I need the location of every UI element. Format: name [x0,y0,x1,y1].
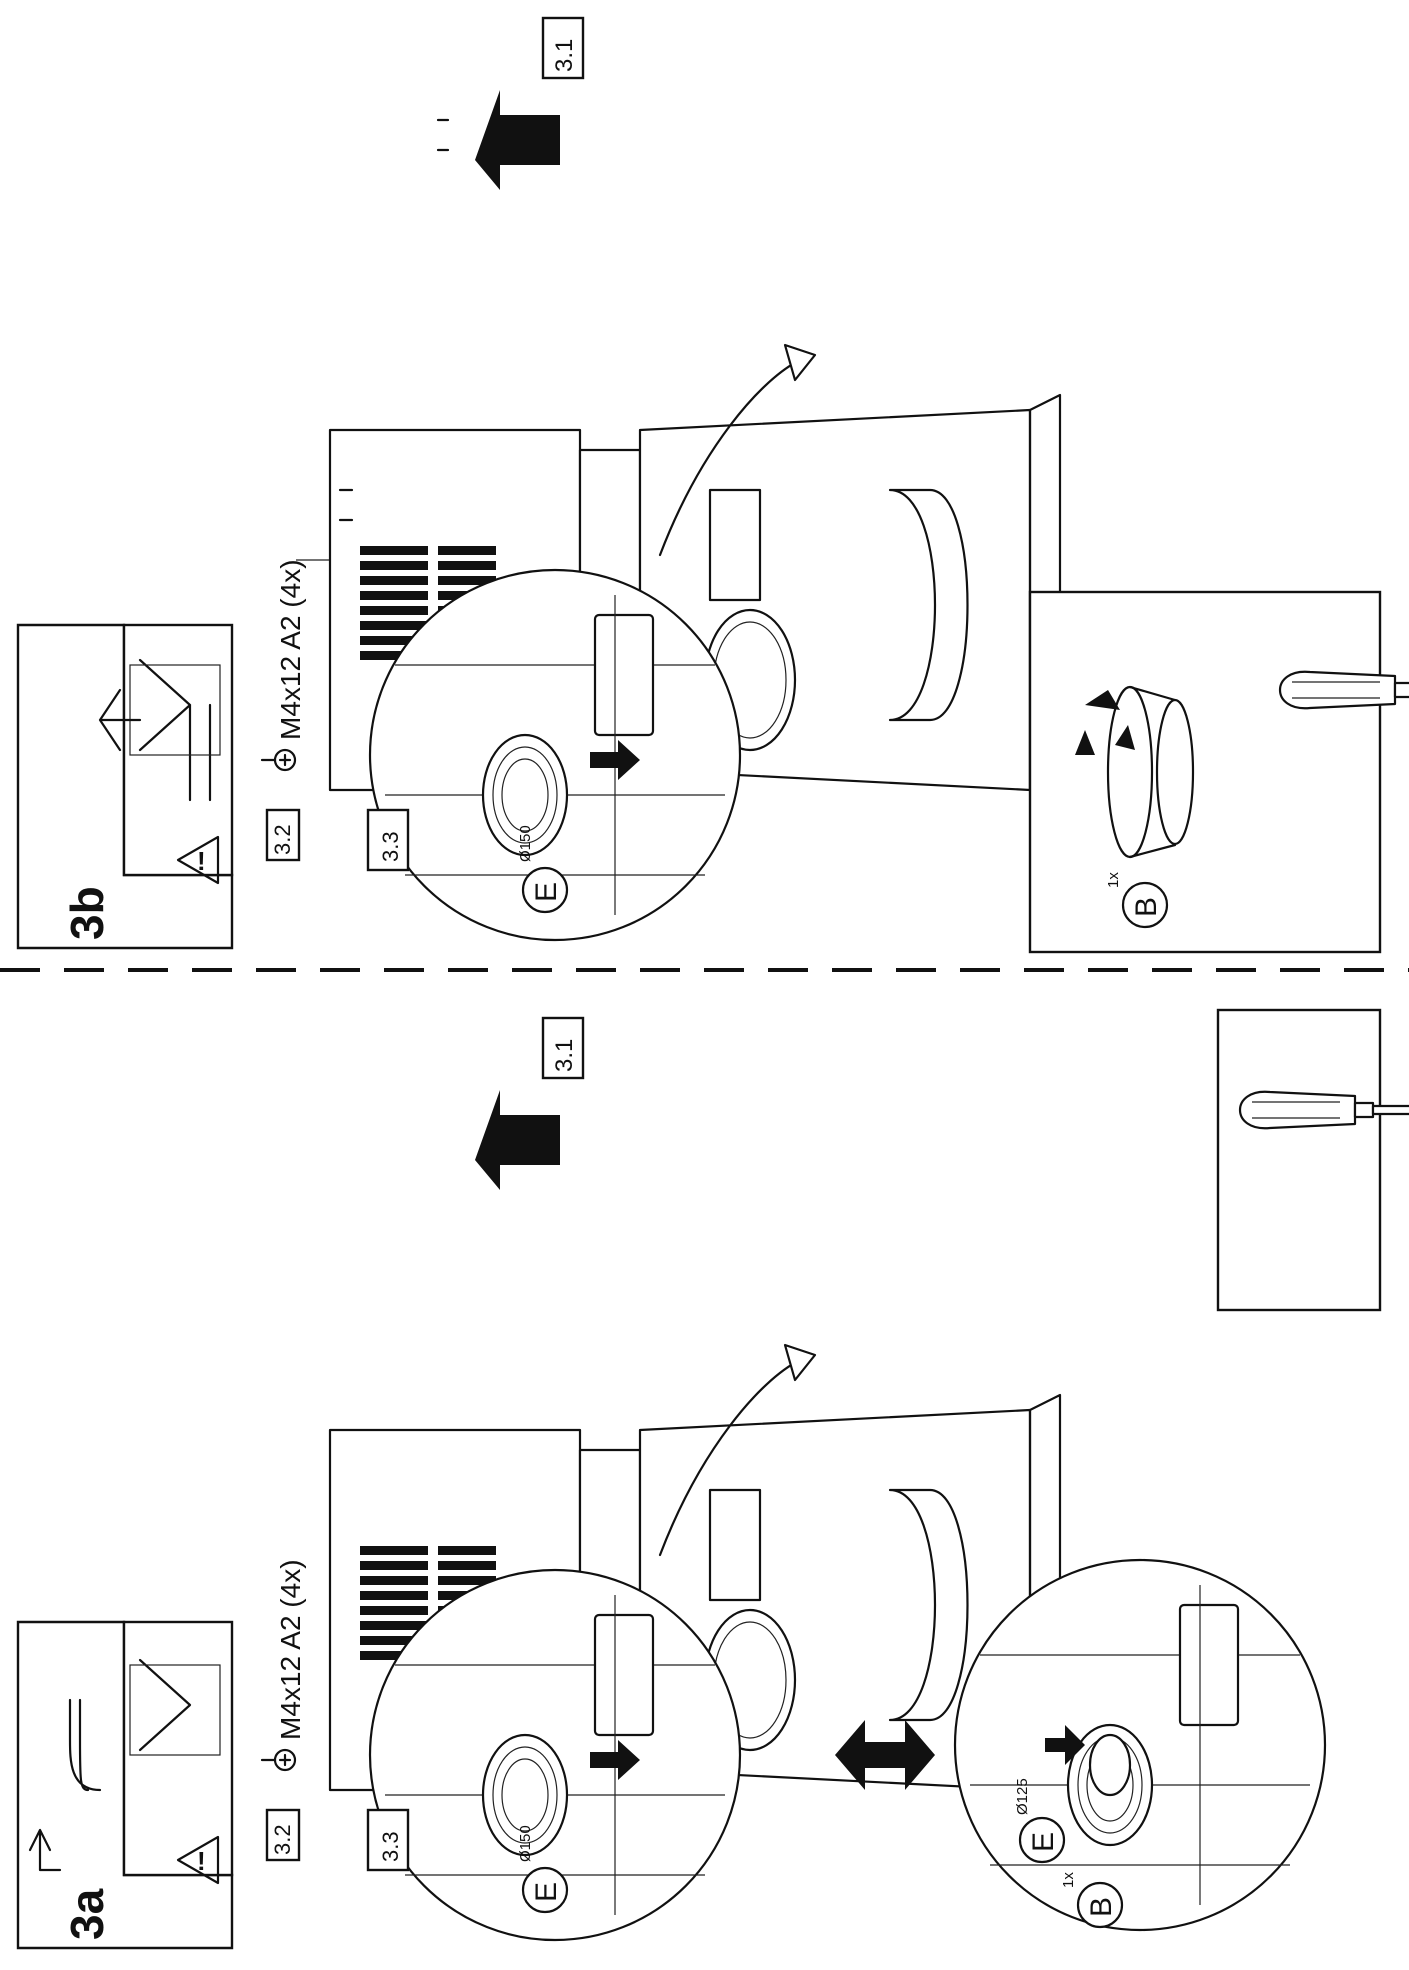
alt-part-b-callout: B 1x [1060,1872,1124,1929]
screwdriver-icon [1238,1090,1409,1130]
part-e-label: E [530,882,563,902]
insert-arrow [1045,1725,1085,1765]
screw-icon [260,748,297,772]
screw-spec: M4x12 A2 (4x) [275,559,306,740]
alternative-double-arrow [835,1720,935,1790]
part-b-label: B [1130,897,1163,917]
part-e-label: E [530,1882,563,1902]
screw-callout: 3.2 M4x12 A2 (4x) [260,1559,306,1862]
recycle-icon [1075,690,1135,755]
variant-3b: 3b ! 3.2 M4x12 A2 (4x) [16,16,1409,954]
duct-adapter-part [1106,685,1195,859]
insert-arrow [590,740,640,780]
variant-3a: 3a ! 3.2 M4x12 A2 (4x) [16,1008,1409,1950]
screw-step: 3.2 [270,1824,295,1855]
alt-part-e-diameter: Ø125 [1014,1778,1031,1815]
alt-part-b-qty: 1x [1060,1872,1077,1888]
screw-icon [260,1748,297,1772]
part-b-callout: B 1x [1105,872,1169,929]
part-e-diameter: Ø150 [517,825,534,862]
pointer-arrowhead [783,1343,817,1382]
exhaust-outside-icon [28,1658,221,1872]
screwdriver-icon [1278,670,1409,710]
screw-spec: M4x12 A2 (4x) [275,1559,306,1740]
recirculation-icon [98,658,221,802]
step-badge-3b: 3b [16,623,234,950]
remove-step-box: 3.1 [541,16,585,80]
remove-step: 3.1 [551,39,578,72]
part-b-qty: 1x [1105,872,1122,888]
screw-callout: 3.2 M4x12 A2 (4x) [260,559,335,862]
warning-triangle-icon: ! [176,1835,220,1885]
pointer-arrow [658,1358,802,1557]
remove-step: 3.1 [551,1039,578,1072]
detail-step: 3.3 [378,831,403,862]
screws-top [338,118,450,522]
part-e-callout: E Ø150 [517,1825,569,1914]
remove-arrow [475,90,560,190]
alt-part-e-label: E [1027,1832,1060,1852]
tools-box [1216,1008,1409,1312]
part-e-diameter: Ø150 [517,1825,534,1862]
pointer-arrowhead [783,343,817,382]
remove-arrow [475,1090,560,1190]
svg-text:!: ! [197,1846,206,1876]
pointer-arrow [658,358,802,557]
tools-parts-box: B 1x [1028,590,1409,954]
alternative-detail [953,1558,1327,1932]
warning-triangle-icon: ! [176,835,220,885]
screw-step: 3.2 [270,824,295,855]
step-label: 3a [61,1888,113,1940]
detail-step-box: 3.3 [366,808,410,872]
step-badge-3a: 3a [16,1620,234,1950]
svg-text:!: ! [197,846,206,876]
remove-step-box: 3.1 [541,1016,585,1080]
detail-step: 3.3 [378,1831,403,1862]
step-label: 3b [61,886,113,940]
detail-step-box: 3.3 [366,1808,410,1872]
alt-part-b-label: B [1085,1897,1118,1917]
alt-part-e-callout: E Ø125 [1014,1778,1066,1864]
part-e-callout: E Ø150 [517,825,569,914]
insert-arrow [590,1740,640,1780]
